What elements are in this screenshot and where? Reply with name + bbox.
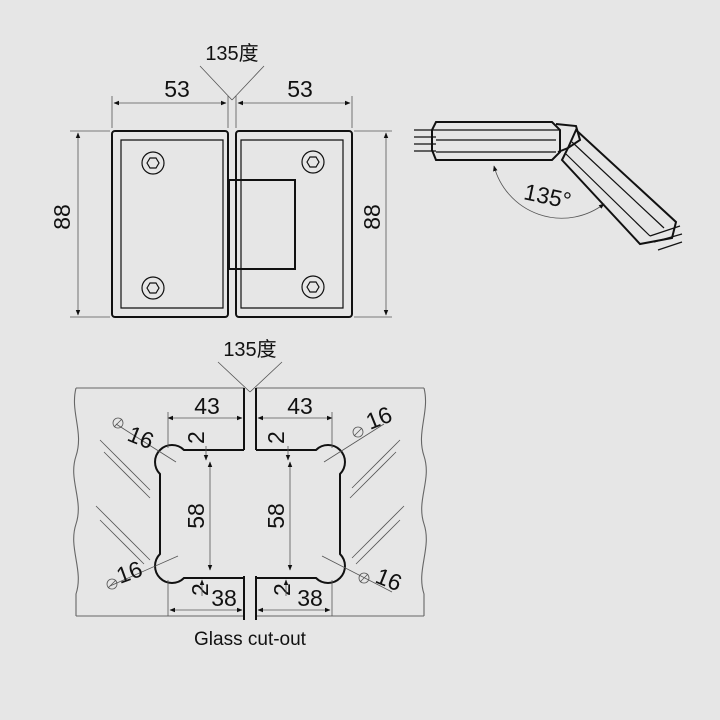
left-depth-dimension: 43 (194, 393, 220, 419)
radius-callout-top-right: 16 (323, 401, 396, 463)
hinge-knuckle (228, 179, 296, 270)
left-width-dimension: 53 (164, 76, 190, 102)
angle-leader-right (231, 65, 265, 101)
cutout-angle-label: 135度 (223, 338, 276, 361)
radius-callout-top-left: 16 (112, 417, 177, 463)
side-view-joint (555, 123, 582, 153)
cutout-angle-leader-left (217, 361, 251, 393)
left-height-dimension: 88 (49, 204, 75, 230)
top-left-step: 2 (183, 431, 209, 444)
bottom-right-step: 2 (269, 583, 295, 596)
top-right-step: 2 (263, 431, 289, 444)
screw-top-right (301, 150, 325, 174)
hinge-front-view: 135度 53 53 88 88 (49, 42, 392, 318)
cutout-angle-leader-right (249, 361, 283, 393)
left-hinge-plate (111, 130, 229, 318)
left-cutout-outline (154, 444, 244, 584)
right-bottom-width-dimension: 38 (297, 585, 323, 611)
side-view-swing-arm (560, 128, 678, 246)
right-width-dimension: 53 (287, 76, 313, 102)
radius-callout-bottom-left: 16 (106, 556, 179, 590)
right-plate-bevel (240, 139, 344, 309)
left-bottom-width-dimension: 38 (211, 585, 237, 611)
angle-leader-left (199, 65, 233, 101)
screw-bottom-left (141, 276, 165, 300)
side-angle-label: 135° (522, 179, 574, 214)
right-depth-dimension: 43 (287, 393, 313, 419)
bottom-left-step: 2 (187, 583, 213, 596)
top-left-radius: 16 (124, 421, 157, 455)
bottom-right-radius: 16 (372, 563, 405, 597)
side-angle-arc (493, 165, 605, 219)
top-right-radius: 16 (362, 401, 395, 435)
front-angle-label: 135度 (205, 42, 258, 65)
screw-top-left (141, 151, 165, 175)
right-height-dimension-cutout: 58 (263, 503, 289, 529)
left-plate-bevel (120, 139, 224, 309)
glass-right-wavy-edge (420, 387, 427, 616)
glass-reflection-lines (95, 439, 405, 565)
glass-cutout-caption: Glass cut-out (194, 629, 307, 650)
left-height-dimension-cutout: 58 (183, 503, 209, 529)
hinge-side-view: 135° (414, 121, 683, 251)
right-cutout-outline (256, 444, 346, 584)
glass-left-wavy-edge (73, 387, 80, 616)
screw-bottom-right (301, 275, 325, 299)
radius-callout-bottom-right: 16 (321, 555, 406, 597)
right-hinge-plate (235, 130, 353, 318)
glass-cutout-view: 135度 43 43 16 16 16 (73, 338, 427, 650)
side-view-fixed-arm (431, 121, 561, 161)
right-height-dimension: 88 (359, 204, 385, 230)
